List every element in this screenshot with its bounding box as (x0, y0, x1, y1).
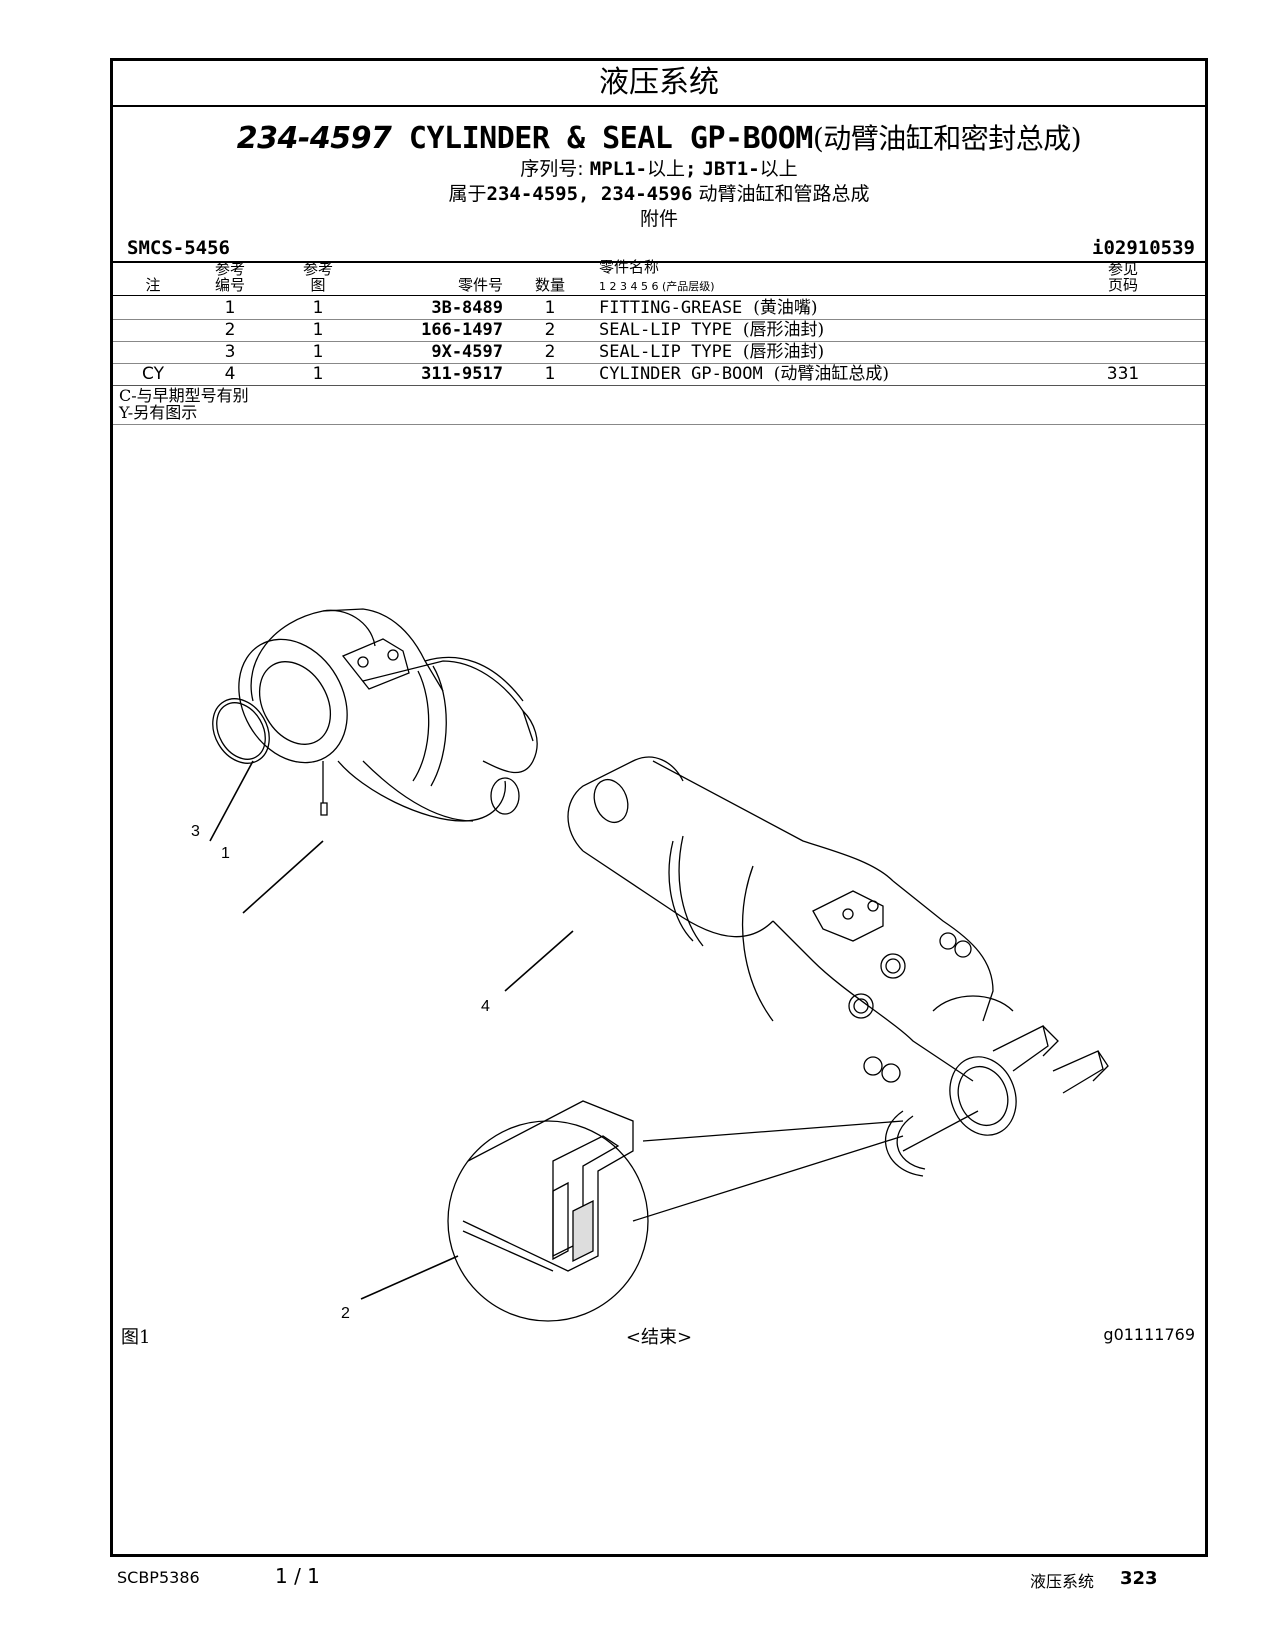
row-part-number: 166-1497 (421, 320, 503, 340)
serial-2: JBT1- (702, 158, 760, 180)
row-ref-figure: 1 (312, 298, 324, 318)
callout-3: 3 (191, 823, 200, 840)
row-quantity: 2 (544, 320, 556, 340)
graphic-number: g01111769 (1103, 1325, 1195, 1344)
table-bottom-rule (113, 385, 1205, 386)
belongs-line: 属于234-4595, 234-4596 动臂油缸和管路总成 (113, 182, 1205, 207)
smcs-code: SMCS-5456 (127, 237, 230, 259)
notes-bottom-rule (113, 424, 1205, 425)
row-part-number: 311-9517 (421, 364, 503, 384)
serial-line: 序列号: MPL1-以上; JBT1-以上 (113, 157, 1205, 182)
document-header: 234-4597 CYLINDER & SEAL GP-BOOM(动臂油缸和密封… (113, 117, 1205, 232)
col-part-no-header: 零件号 (457, 276, 503, 294)
info-number: i02910539 (1092, 237, 1195, 259)
row-part-name-chinese: (唇形油封) (742, 342, 825, 362)
col-levels-header: 1 2 3 4 5 6 (产品层级) (599, 279, 715, 295)
leader-lines (209, 760, 574, 1300)
title-english: CYLINDER & SEAL GP-BOOM (408, 121, 813, 156)
callout-1: 1 (221, 845, 230, 862)
footer-page-of: 1 / 1 (275, 1564, 320, 1588)
belongs-prefix: 属于 (448, 183, 487, 205)
cylinder-head-drawing (212, 608, 538, 822)
serial-label: 序列号: (520, 158, 584, 180)
exploded-view-illustration: 1 2 3 4 (191, 608, 1109, 1322)
col-ref-no-header-1: 参考 (214, 260, 245, 278)
row-see-page: 331 (1106, 364, 1140, 384)
document-title: 234-4597 CYLINDER & SEAL GP-BOOM(动臂油缸和密封… (113, 117, 1205, 157)
row-part-number: 9X-4597 (431, 342, 503, 362)
attachment-line: 附件 (639, 208, 678, 230)
footer-doc-number: SCBP5386 (117, 1568, 200, 1587)
row-ref-figure: 1 (312, 364, 324, 384)
note-y: Y-另有图示 (119, 403, 198, 422)
col-ref-fig-header-2: 图 (310, 276, 326, 294)
table-row-rule (113, 341, 1205, 342)
table-row-rule (113, 319, 1205, 320)
figure-label: 图1 (121, 1327, 151, 1348)
notes-legend: C-与早期型号有别 Y-另有图示 (119, 387, 249, 421)
row-ref-number: 2 (224, 320, 236, 340)
serial-1: MPL1- (589, 158, 647, 180)
row-part-name-chinese: (唇形油封) (742, 320, 825, 340)
table-header-rule (113, 295, 1205, 296)
end-mark: <结束> (625, 1327, 693, 1348)
row-part-number: 3B-8489 (431, 298, 503, 318)
row-ref-number: 1 (224, 298, 236, 318)
col-qty-header: 数量 (534, 276, 565, 294)
title-part-number: 234-4597 (236, 121, 392, 156)
page-frame: 液压系统 234-4597 CYLINDER & SEAL GP-BOOM(动臂… (110, 58, 1208, 1557)
table-top-rule (113, 261, 1205, 263)
row-part-name-chinese: (黄油嘴) (753, 298, 818, 318)
table-row-rule (113, 363, 1205, 364)
col-see-page-header-2: 页码 (1107, 276, 1138, 294)
col-ref-fig-header-1: 参考 (302, 260, 333, 278)
serial-separator: ; (684, 158, 697, 180)
row-part-name: FITTING-GREASE (599, 298, 743, 318)
belongs-suffix: 动臂油缸和管路总成 (698, 183, 870, 205)
col-see-page-header-1: 参见 (1107, 260, 1138, 278)
callout-4: 4 (481, 998, 490, 1015)
row-part-name: SEAL-LIP TYPE (599, 342, 733, 362)
row-ref-number: 4 (224, 364, 236, 384)
footer-page-number: 323 (1120, 1568, 1158, 1589)
callout-2: 2 (341, 1305, 350, 1322)
belongs-parts: 234-4595, 234-4596 (486, 183, 693, 205)
serial-1-suffix: 以上 (646, 158, 685, 180)
section-title: 液压系统 (113, 61, 1205, 107)
row-part-name-chinese: (动臂油缸总成) (773, 364, 890, 384)
title-chinese: (动臂油缸和密封总成) (812, 122, 1082, 155)
row-quantity: 2 (544, 342, 556, 362)
boom-cylinder-drawing (447, 756, 1109, 1322)
row-part-name: SEAL-LIP TYPE (599, 320, 733, 340)
row-quantity: 1 (544, 298, 556, 318)
footer-section: 液压系统 (1030, 1572, 1095, 1591)
levels-numbers: 1 2 3 4 5 6 (599, 280, 659, 293)
row-ref-number: 3 (224, 342, 236, 362)
col-ref-no-header-2: 编号 (214, 276, 245, 294)
serial-2-suffix: 以上 (759, 158, 798, 180)
col-part-name-header: 零件名称 (599, 258, 660, 276)
col-note-header: 注 (145, 276, 161, 294)
row-quantity: 1 (544, 364, 556, 384)
row-note: CY (142, 364, 164, 384)
row-part-name: CYLINDER GP-BOOM (599, 364, 763, 384)
row-ref-figure: 1 (312, 320, 324, 340)
levels-note: (产品层级) (661, 280, 715, 293)
note-c: C-与早期型号有别 (119, 386, 249, 405)
row-ref-figure: 1 (312, 342, 324, 362)
